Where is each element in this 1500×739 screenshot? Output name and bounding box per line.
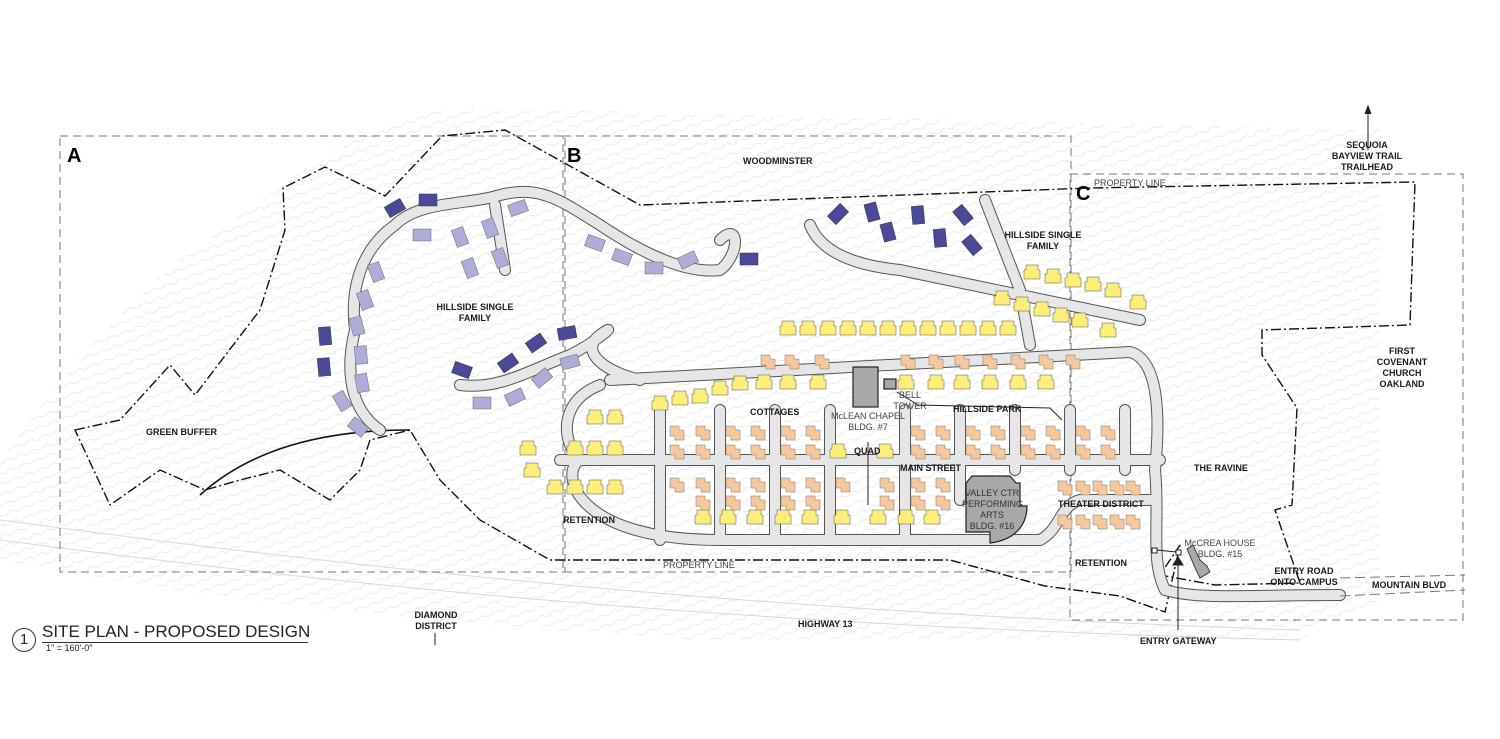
zone-label-a: A [67,145,82,167]
drawing-number: 1 [12,628,36,652]
label-property-line-top: PROPERTY LINE [1094,178,1166,188]
label-entry-road: ENTRY ROAD ONTO CAMPUS [1270,566,1338,587]
label-valley-ctr-performing-arts: VALLEY CTR PERFORMING ARTS BLDG. #16 [962,488,1024,531]
label-hillside-single-family-east: HILLSIDE SINGLE FAMILY [1004,230,1082,251]
label-first-covenant-church: FIRST COVENANT CHURCH OAKLAND [1376,346,1428,389]
label-mclean-chapel: McLEAN CHAPEL BLDG. #7 [830,411,906,432]
bell-tower [883,378,897,390]
valley-ctr-performing-arts [965,475,1028,544]
mclean-chapel [852,366,879,408]
label-property-line-bottom: PROPERTY LINE [663,560,735,570]
annotation-arrows [434,104,1372,645]
label-theater-district: THEATER DISTRICT [1058,499,1144,509]
label-diamond-district: DIAMOND DISTRICT [414,610,458,631]
civic-buildings [852,366,1211,579]
property-line [73,129,1416,613]
label-entry-gateway: ENTRY GATEWAY [1140,636,1217,646]
label-hillside-single-family-west: HILLSIDE SINGLE FAMILY [436,302,514,323]
label-quad: QUAD [854,446,881,456]
label-woodminster: WOODMINSTER [743,156,813,166]
label-bell-tower: BELL TOWER [893,390,927,411]
label-sequoia-trailhead: SEQUOIA BAYVIEW TRAIL TRAILHEAD [1331,140,1403,172]
drawing-title: SITE PLAN - PROPOSED DESIGN [42,622,311,643]
label-retention-east: RETENTION [1075,558,1128,568]
mountain-blvd-road [1339,574,1466,597]
label-mountain-blvd: MOUNTAIN BLVD [1372,580,1447,590]
label-cottages: COTTAGES [750,407,800,417]
label-highway-13: HIGHWAY 13 [798,619,853,629]
label-hillside-park: HILLSIDE PARK [953,404,1022,414]
label-green-buffer: GREEN BUFFER [146,427,218,437]
roads [344,185,1346,603]
drawing-scale: 1" = 160'-0" [46,643,93,653]
mccrea-house [1186,544,1211,579]
zone-label-b: B [567,145,582,167]
label-mccrea-house: McCREA HOUSE BLDG. #15 [1184,538,1256,559]
label-retention-west: RETENTION [563,515,616,525]
zone-label-c: C [1076,183,1091,205]
label-the-ravine: THE RAVINE [1194,463,1248,473]
label-main-street: MAIN STREET [900,463,962,473]
